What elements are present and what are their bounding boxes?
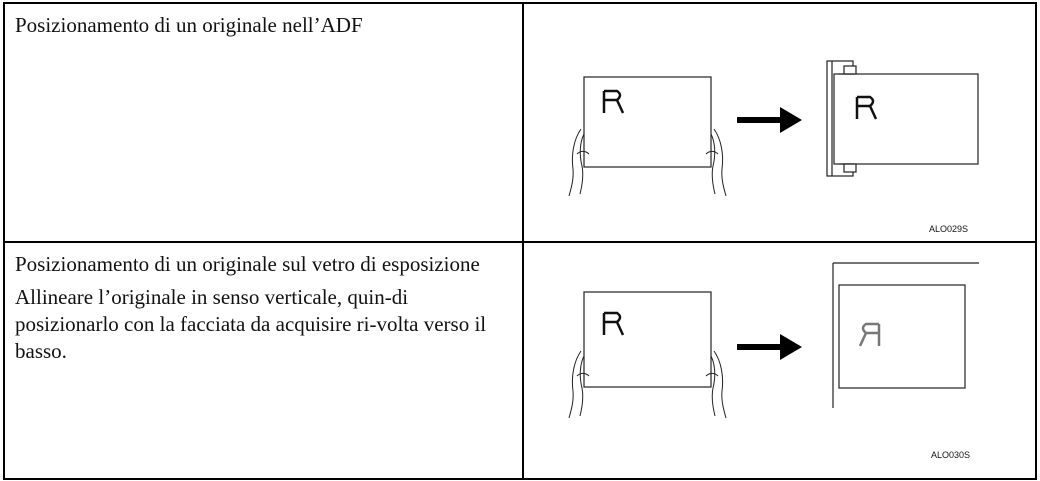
row-text-cell: Posizionamento di un originale nell’ADF	[15, 12, 515, 39]
exposure-glass-figure: ALO030S	[524, 243, 1037, 478]
column-divider	[522, 243, 524, 478]
instruction-table: Posizionamento di un originale nell’ADF	[3, 2, 1037, 480]
adf-figure: ALO029S	[524, 4, 1037, 241]
letter-r-icon	[602, 311, 625, 336]
row-title: Posizionamento di un originale nell’ADF	[15, 13, 363, 37]
arrow-right-icon	[737, 107, 802, 133]
hand-left-icon	[568, 350, 590, 419]
column-divider	[522, 4, 524, 241]
figure-code: ALO029S	[929, 224, 968, 234]
hand-right-icon	[705, 128, 727, 197]
original-sheet	[583, 76, 712, 168]
letter-r-icon	[602, 89, 625, 114]
letter-r-mirrored-icon	[858, 322, 881, 347]
exposure-glass-illustration: ALO030S	[568, 262, 979, 460]
exposure-glass-icon	[832, 262, 979, 408]
arrow-right-icon	[737, 334, 802, 360]
letter-r-icon	[855, 95, 878, 120]
table-row-adf: Posizionamento di un originale nell’ADF	[5, 4, 1035, 243]
original-sheet	[583, 291, 712, 388]
row-text-cell: Posizionamento di un originale sul vetro…	[15, 251, 515, 365]
table-row-exposure-glass: Posizionamento di un originale sul vetro…	[5, 243, 1035, 478]
adf-illustration: ALO029S	[568, 60, 979, 234]
row-description: Allineare l’originale in senso verticale…	[15, 285, 487, 363]
row-title: Posizionamento di un originale sul vetro…	[15, 252, 480, 276]
figure-code: ALO030S	[931, 450, 970, 460]
hand-right-icon	[705, 350, 727, 419]
adf-device-icon	[826, 60, 979, 177]
hand-left-icon	[568, 128, 590, 197]
